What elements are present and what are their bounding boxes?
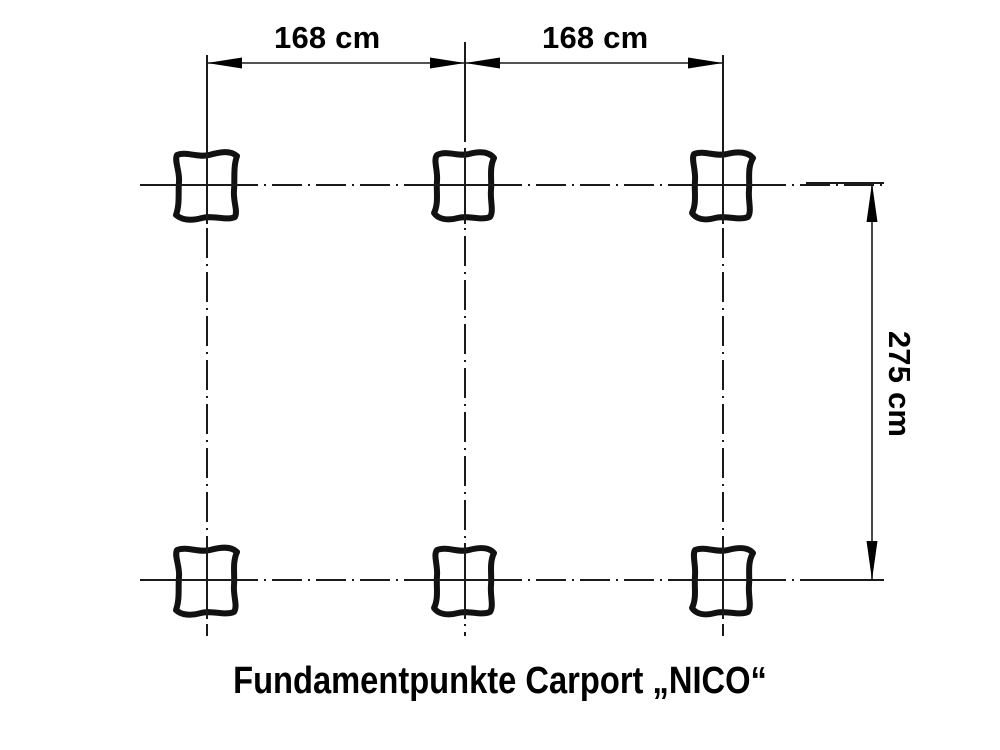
centerlines [140,60,884,636]
arrowhead-top-left-outer [207,57,242,69]
arrowhead-top-left-inner [430,57,465,69]
dimension-label-top-right: 168 cm [542,20,649,55]
foundation-points-group [173,149,756,618]
post-center-crosses [170,148,760,619]
foundation-point-top-center [431,149,497,223]
foundation-point-bottom-right [689,545,756,618]
dimension-line-horizontal-group [207,57,723,69]
foundation-point-bottom-left [173,544,240,618]
extension-lines [206,42,884,581]
drawing-caption: Fundamentpunkte Carport „NICO“ [233,660,767,702]
foundation-point-top-right [689,149,756,223]
foundation-point-top-left [173,149,240,223]
arrowhead-top-right-outer [688,57,723,69]
foundation-point-bottom-center [431,545,497,618]
arrowhead-top-right-inner [465,57,500,69]
dimension-label-right-vertical: 275 cm [882,330,918,438]
dimension-line-vertical-group [866,183,878,580]
arrowhead-right-bottom [866,541,878,580]
arrowhead-right-top [866,183,878,222]
dimension-label-top-left: 168 cm [274,20,381,55]
